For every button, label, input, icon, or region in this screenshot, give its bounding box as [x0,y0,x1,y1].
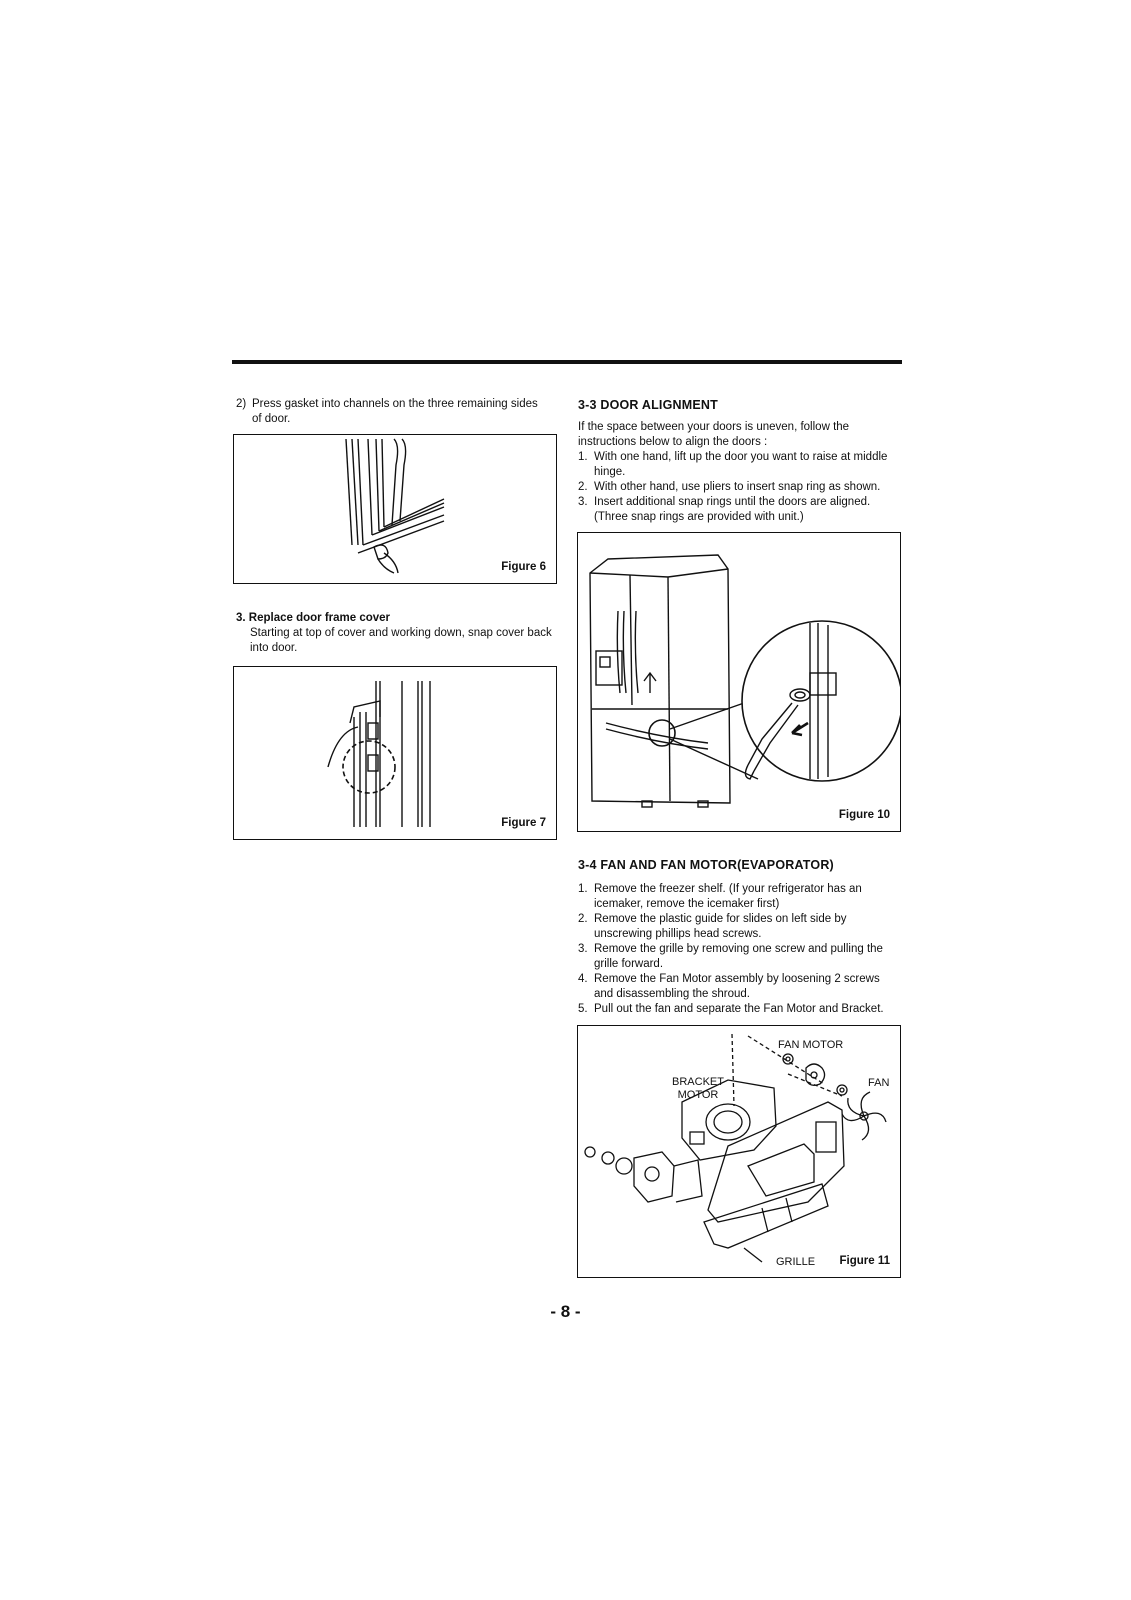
figure-11-caption: Figure 11 [839,1255,891,1267]
figure-11-illustration [584,1033,887,1263]
figure-7-caption: Figure 7 [501,817,546,829]
replace-cover-text: Starting at top of cover and working dow… [250,627,552,654]
fan-step: 4.Remove the Fan Motor assembly by loose… [578,973,880,1000]
door-alignment-steps: 1.With one hand, lift up the door you wa… [578,450,896,525]
fan-step: 2.Remove the plastic guide for slides on… [578,913,847,940]
gasket-step-num: 2) [236,398,247,410]
door-alignment-intro: If the space between your doors is uneve… [578,421,850,448]
fan-motor-steps-block: 1.Remove the freezer shelf. (If your ref… [578,882,898,1017]
fan-step: 1.Remove the freezer shelf. (If your ref… [578,883,862,910]
fan-motor-heading: 3-4 FAN AND FAN MOTOR(EVAPORATOR) [578,858,834,872]
fan-step: 3.Remove the grille by removing one scre… [578,943,883,970]
header-rule [232,360,902,364]
grille-label: GRILLE [776,1256,816,1268]
figure-10-caption: Figure 10 [838,809,890,821]
figure-7: Figure 7 [233,666,557,840]
door-step: 1.With one hand, lift up the door you wa… [578,451,888,478]
replace-cover-section: 3. Replace door frame cover Starting at … [236,611,556,656]
figure-10: Figure 10 [577,532,901,832]
fan-label: FAN [868,1077,890,1089]
fan-step: 5.Pull out the fan and separate the Fan … [578,1003,884,1015]
gasket-step-text: Press gasket into channels on the three … [252,398,538,425]
door-alignment-body: If the space between your doors is uneve… [578,420,896,525]
fan-motor-label: FAN MOTOR [778,1039,844,1051]
gasket-step: 2) Press gasket into channels on the thre… [236,397,546,427]
door-alignment-heading: 3-3 DOOR ALIGNMENT [578,398,718,412]
figure-10-illustration [589,554,900,808]
door-step: 3.Insert additional snap rings until the… [578,496,871,523]
figure-11: FAN MOTOR FAN BRACKET MOTOR GRILLE Figur… [577,1025,901,1278]
door-step: 2.With other hand, use pliers to insert … [578,481,881,493]
page-number: - 8 - [550,1302,581,1321]
figure-6-caption: Figure 6 [501,561,546,573]
fan-motor-steps: 1.Remove the freezer shelf. (If your ref… [578,882,898,1017]
bracket-motor-label: BRACKET MOTOR [672,1076,724,1101]
figure-7-illustration [327,681,431,827]
figure-6-illustration [345,438,445,574]
figure-6: Figure 6 [233,434,557,584]
replace-cover-title: 3. Replace door frame cover [236,612,391,624]
